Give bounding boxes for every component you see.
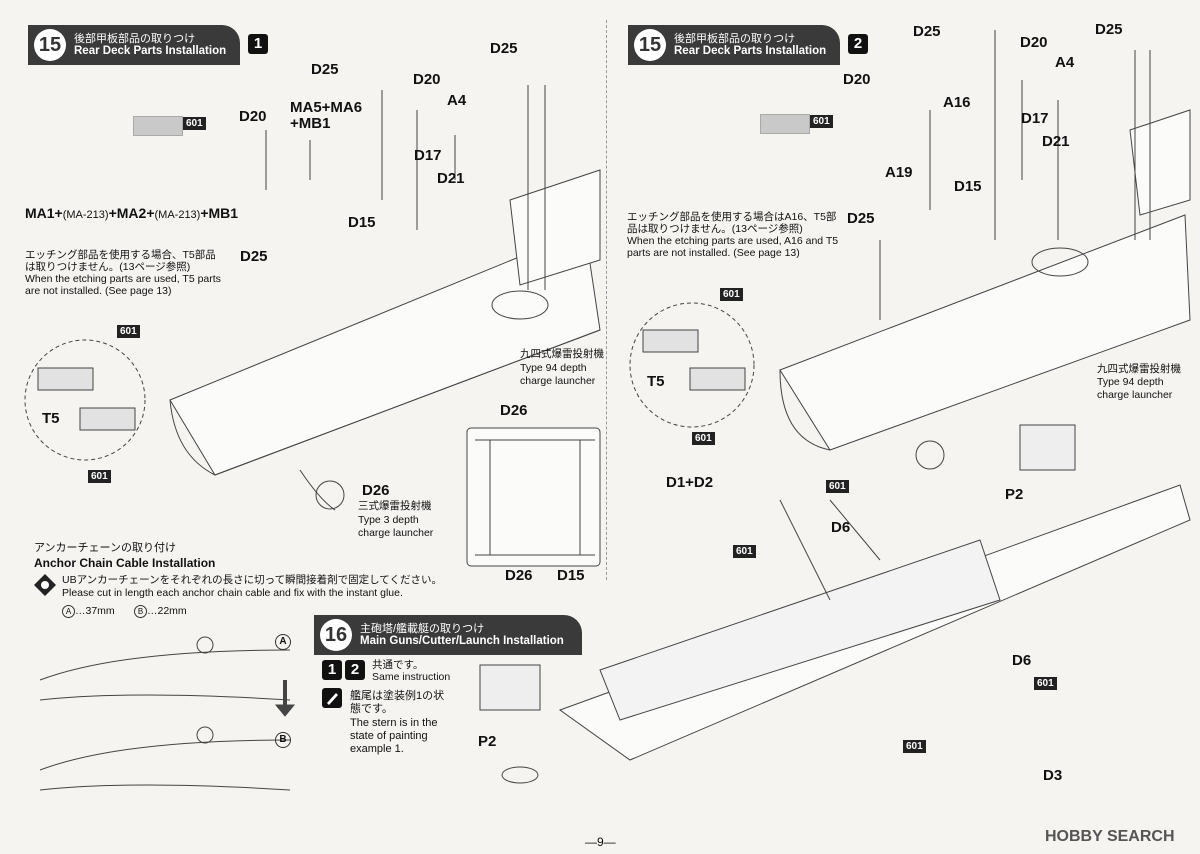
label-d15: D15 xyxy=(954,178,982,195)
launcher3-en: Type 3 depth xyxy=(358,514,419,526)
label-a16: A16 xyxy=(943,94,971,111)
label-d25: D25 xyxy=(240,248,268,265)
launcher94-en: Type 94 depth xyxy=(520,362,587,374)
stern-note-en: The stern is in the state of painting ex… xyxy=(350,717,438,755)
launcher94-jp: 九四式爆雷投射機 xyxy=(1097,363,1181,375)
watermark: HOBBY SEARCH xyxy=(1045,828,1175,845)
label-d17: D17 xyxy=(1021,110,1049,127)
callout-a: A xyxy=(275,634,291,650)
paint-tag: 601 xyxy=(1034,677,1057,690)
paint-tag: 601 xyxy=(183,117,206,130)
label-d6: D6 xyxy=(831,519,851,536)
paint-swatch xyxy=(133,116,183,136)
anchor-title-jp: アンカーチェーンの取り付け xyxy=(34,542,177,554)
step16-header: 16 主砲塔/艦載艇の取りつけ Main Guns/Cutter/Launch … xyxy=(314,615,582,655)
label-d25: D25 xyxy=(847,210,875,227)
label-p2: P2 xyxy=(1005,486,1024,503)
etch-note-en: When the etching parts are used, T5 part… xyxy=(25,273,221,297)
substep-badge: 1 xyxy=(322,660,342,680)
substep-badge: 1 xyxy=(248,34,268,54)
etch-note-en: When the etching parts are used, A16 and… xyxy=(627,235,839,259)
label-d21: D21 xyxy=(437,170,465,187)
etch-note-jp: エッチング部品を使用する場合はA16、T5部品は取りつけません。(13ページ参照… xyxy=(627,211,837,235)
label-d15: D15 xyxy=(348,214,376,231)
paint-tag: 601 xyxy=(733,545,756,558)
anchor-length-a: A…37mm xyxy=(62,605,115,618)
step-title-jp: 後部甲板部品の取りつけ xyxy=(74,33,196,45)
launcher94-jp: 九四式爆雷投射機 xyxy=(520,348,604,360)
launcher94-en: charge launcher xyxy=(520,375,596,387)
step-title-jp: 後部甲板部品の取りつけ xyxy=(674,33,796,45)
paint-tag: 601 xyxy=(692,432,715,445)
label-d20: D20 xyxy=(413,71,441,88)
step15-right-header: 15 後部甲板部品の取りつけ Rear Deck Parts Installat… xyxy=(628,25,840,65)
label-d1-d2: D1+D2 xyxy=(666,474,714,491)
same-instruction-en: Same instruction xyxy=(372,671,451,683)
page-divider xyxy=(606,20,607,580)
paint-tag: 601 xyxy=(720,288,743,301)
step15-left-header: 15 後部甲板部品の取りつけ Rear Deck Parts Installat… xyxy=(28,25,240,65)
step-title-jp: 主砲塔/艦載艇の取りつけ xyxy=(360,623,485,635)
same-instruction-jp: 共通です。 xyxy=(372,659,424,671)
page-number: —9— xyxy=(585,835,616,849)
launcher3-en: charge launcher xyxy=(358,527,434,539)
label-a19: A19 xyxy=(885,164,913,181)
substep-badge: 2 xyxy=(848,34,868,54)
paint-tag: 601 xyxy=(826,480,849,493)
label-d26: D26 xyxy=(505,567,533,584)
label-d20: D20 xyxy=(1020,34,1048,51)
paint-tag: 601 xyxy=(88,470,111,483)
label-d6: D6 xyxy=(1012,652,1032,669)
ma1-parts-label: MA1+(MA-213)+MA2+(MA-213)+MB1 xyxy=(25,205,239,221)
label-d3: D3 xyxy=(1043,767,1063,784)
label-d21: D21 xyxy=(1042,133,1070,150)
label-d20: D20 xyxy=(843,71,871,88)
etch-note-jp: エッチング部品を使用する場合、T5部品は取りつけません。(13ページ参照) xyxy=(25,249,216,273)
label-d26: D26 xyxy=(500,402,528,419)
launcher3-jp: 三式爆雷投射機 xyxy=(358,500,432,512)
step-title-en: Rear Deck Parts Installation xyxy=(674,45,827,57)
label-d25: D25 xyxy=(1095,21,1123,38)
label-d26: D26 xyxy=(362,482,390,499)
step-number: 16 xyxy=(320,619,352,651)
label-d20: D20 xyxy=(239,108,267,125)
label-a4: A4 xyxy=(447,92,467,109)
label-d17: D17 xyxy=(414,147,442,164)
launcher94-en: charge launcher xyxy=(1097,389,1173,401)
label-p2: P2 xyxy=(478,733,497,750)
substep-badge: 2 xyxy=(345,660,365,680)
label-d15: D15 xyxy=(557,567,585,584)
label-a4: A4 xyxy=(1055,54,1075,71)
label-d25: D25 xyxy=(913,23,941,40)
paint-tag: 601 xyxy=(903,740,926,753)
anchor-length-b: B…22mm xyxy=(134,605,187,618)
paint-tag: 601 xyxy=(810,115,833,128)
label-ma-set: MA5+MA6 +MB1 xyxy=(290,99,363,132)
label-t5: T5 xyxy=(647,373,665,390)
stern-note-jp: 艦尾は塗装例1の状態です。 xyxy=(350,690,445,715)
step-title-en: Main Guns/Cutter/Launch Installation xyxy=(360,635,564,647)
step-number: 15 xyxy=(634,29,666,61)
label-d25: D25 xyxy=(311,61,339,78)
launcher94-en: Type 94 depth xyxy=(1097,376,1164,388)
label-t5: T5 xyxy=(42,410,60,427)
paint-tag: 601 xyxy=(117,325,140,338)
callout-b: B xyxy=(275,732,291,748)
caution-icon xyxy=(34,574,56,596)
anchor-note-en: Please cut in length each anchor chain c… xyxy=(62,587,403,599)
anchor-title-en: Anchor Chain Cable Installation xyxy=(34,556,216,570)
step-number: 15 xyxy=(34,29,66,61)
paint-swatch xyxy=(760,114,810,134)
anchor-note-jp: UBアンカーチェーンをそれぞれの長さに切って瞬間接着剤で固定してください。 xyxy=(62,574,442,586)
paint-brush-icon xyxy=(322,688,342,708)
step-title-en: Rear Deck Parts Installation xyxy=(74,45,227,57)
label-d25: D25 xyxy=(490,40,518,57)
